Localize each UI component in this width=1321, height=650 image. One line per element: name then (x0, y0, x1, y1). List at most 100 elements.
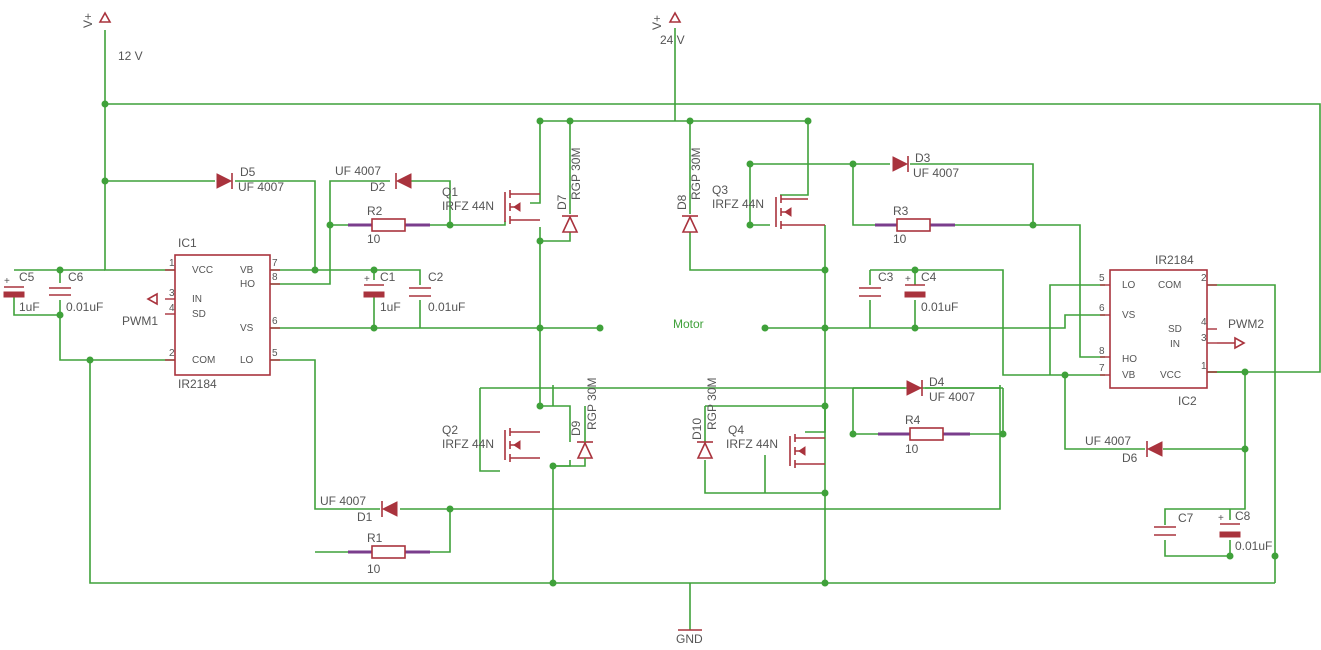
d6-ref: D6 (1122, 451, 1138, 465)
q4-ref: Q4 (728, 423, 744, 437)
ic1-pin-number-4: 4 (169, 303, 175, 314)
diode-d10: D10 RGP 30M (690, 378, 719, 459)
q3-ref: Q3 (712, 183, 728, 197)
ic2-pin-sd: SD (1168, 324, 1182, 335)
ground-label: GND (676, 632, 703, 646)
mosfet-q1: Q1 IRFZ 44N (442, 185, 540, 224)
r2-ref: R2 (367, 204, 383, 218)
ic1-pin-number-1: 1 (169, 258, 175, 269)
diode-d7: D7 RGP 30M (555, 148, 583, 233)
q1-ref: Q1 (442, 185, 458, 199)
c7-ref: C7 (1178, 511, 1194, 525)
ic2-pin-number-5: 5 (1099, 273, 1105, 284)
resistor-r1: R1 10 (348, 531, 430, 576)
d5-ref: D5 (240, 165, 256, 179)
d2-value: UF 4007 (335, 164, 381, 178)
q2-value: IRFZ 44N (442, 437, 494, 451)
wires (13, 28, 1321, 630)
ic2-pin-number-7: 7 (1099, 363, 1105, 374)
d6-value: UF 4007 (1085, 434, 1131, 448)
diode-d2: UF 4007 D2 (335, 164, 412, 194)
pwm1-port: PWM1 (122, 292, 158, 328)
r1-ref: R1 (367, 531, 383, 545)
c1-ref: C1 (380, 270, 396, 284)
ic1-pin-sd: SD (192, 309, 206, 320)
ic2-ref: IC2 (1178, 394, 1197, 408)
ic2-pin-number-6: 6 (1099, 303, 1105, 314)
diode-d9: D9 RGP 30M (569, 378, 599, 459)
d10-value: RGP 30M (705, 378, 719, 430)
svg-text:+: + (1218, 513, 1224, 524)
svg-text:+: + (905, 274, 911, 285)
capacitor-c3: C3 (859, 270, 894, 297)
capacitor-c6: C6 0.01uF (49, 270, 103, 314)
ic1-ref: IC1 (178, 236, 197, 250)
resistor-r4: R4 10 (878, 413, 970, 456)
vplus-12v-symbol: V+ 12 V (81, 11, 143, 63)
c4-ref: C4 (921, 270, 937, 284)
capacitor-c5: + C5 1uF (3, 270, 40, 314)
c5-value: 1uF (19, 300, 40, 314)
ic2-pin-number-3: 3 (1201, 333, 1207, 344)
c3-ref: C3 (878, 270, 894, 284)
capacitor-c7: C7 (1154, 511, 1194, 536)
ic1-pin-number-5: 5 (272, 348, 278, 359)
pwm1-label: PWM1 (122, 314, 158, 328)
ic1-pin-lo: LO (240, 355, 254, 366)
svg-text:+: + (4, 276, 10, 287)
d4-value: UF 4007 (929, 390, 975, 404)
junctions (56, 100, 1279, 587)
ic2-pin-number-8: 8 (1099, 346, 1105, 357)
c5-ref: C5 (19, 270, 35, 284)
d8-ref: D8 (675, 194, 689, 210)
pwm2-port: PWM2 (1217, 317, 1264, 350)
ground-symbol: GND (676, 629, 703, 646)
ic1-pin-number-2: 2 (169, 348, 175, 359)
c6-ref: C6 (68, 270, 84, 284)
ic2-pin-lo: LO (1122, 280, 1136, 291)
d10-ref: D10 (690, 418, 704, 440)
r2-value: 10 (367, 232, 381, 246)
ic2-pin-ho: HO (1122, 354, 1137, 365)
d7-ref: D7 (555, 194, 569, 210)
mosfet-q2: Q2 IRFZ 44N (442, 423, 540, 462)
pwm2-label: PWM2 (1228, 317, 1264, 331)
ic1-pin-ho: HO (240, 279, 255, 290)
d9-value: RGP 30M (585, 378, 599, 430)
ic2-pin-number-2: 2 (1201, 273, 1207, 284)
ic2-pin-vb: VB (1122, 370, 1136, 381)
mosfet-q3: Q3 IRFZ 44N (712, 183, 825, 229)
r1-value: 10 (367, 562, 381, 576)
ic1-pin-vs: VS (240, 323, 254, 334)
ic1-pin-vb: VB (240, 265, 254, 276)
d3-ref: D3 (915, 151, 931, 165)
resistor-r3: R3 10 (875, 204, 955, 246)
vplus-24v-symbol: V+ 24 V (650, 11, 685, 47)
d4-ref: D4 (929, 375, 945, 389)
d5-value: UF 4007 (238, 180, 284, 194)
diode-d8: D8 RGP 30M (675, 148, 703, 233)
ic1-pin-number-6: 6 (272, 316, 278, 327)
capacitor-c1: + C1 1uF (363, 270, 401, 314)
r3-value: 10 (893, 232, 907, 246)
capacitor-c2: C2 0.01uF (409, 270, 465, 314)
q4-value: IRFZ 44N (726, 437, 778, 451)
ic1-ir2184: IC1 IR2184 VCC IN SD COM VB HO VS LO 1 3… (165, 236, 280, 391)
q2-ref: Q2 (442, 423, 458, 437)
c6-value: 0.01uF (66, 300, 103, 314)
capacitor-c8: + C8 0.01uF (1218, 509, 1272, 553)
c4-value: 0.01uF (921, 300, 958, 314)
ic2-pin-vs: VS (1122, 310, 1136, 321)
rail-24v-label: 24 V (660, 33, 685, 47)
ic2-part: IR2184 (1155, 253, 1194, 267)
ic2-ir2184: IR2184 IC2 LO VS HO VB COM SD IN VCC 5 6… (1099, 253, 1217, 408)
d2-ref: D2 (370, 180, 386, 194)
ic1-pin-number-7: 7 (272, 258, 278, 269)
r3-ref: R3 (893, 204, 909, 218)
d1-value: UF 4007 (320, 494, 366, 508)
c2-ref: C2 (428, 270, 444, 284)
vplus-24v-text: V+ (650, 15, 664, 30)
r4-value: 10 (905, 442, 919, 456)
diode-d4: D4 UF 4007 (906, 375, 975, 404)
